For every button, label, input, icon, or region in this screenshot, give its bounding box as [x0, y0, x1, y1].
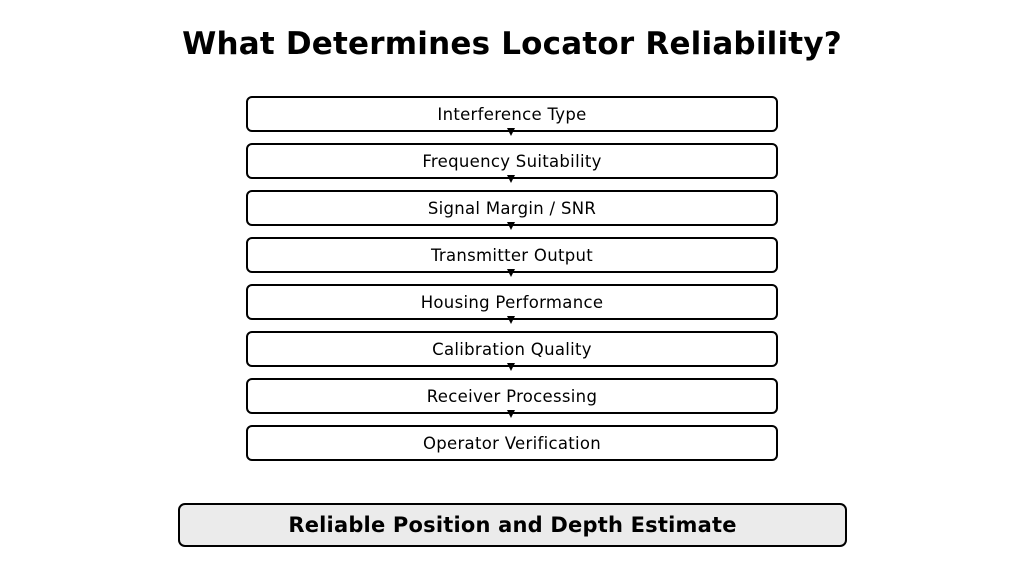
arrow-down-icon [507, 316, 515, 324]
result-box: Reliable Position and Depth Estimate [178, 503, 847, 547]
step-signal-margin-snr: Signal Margin / SNR [246, 190, 778, 230]
step-receiver-processing: Receiver Processing [246, 378, 778, 418]
diagram-title: What Determines Locator Reliability? [182, 26, 842, 62]
step-label: Calibration Quality [432, 339, 592, 359]
arrow-down-icon [507, 410, 515, 418]
step-housing-performance: Housing Performance [246, 284, 778, 324]
step-calibration-quality: Calibration Quality [246, 331, 778, 371]
factor-chain: Interference Type Frequency Suitability … [246, 96, 778, 461]
step-label: Operator Verification [422, 433, 602, 453]
step-label: Signal Margin / SNR [427, 198, 597, 218]
result-label: Reliable Position and Depth Estimate [288, 513, 737, 537]
arrow-down-icon [507, 175, 515, 183]
arrow-down-icon [507, 222, 515, 230]
arrow-down-icon [507, 269, 515, 277]
step-label: Frequency Suitability [422, 151, 602, 171]
arrow-down-icon [507, 363, 515, 371]
step-label: Transmitter Output [430, 245, 594, 265]
step-operator-verification: Operator Verification [246, 425, 778, 461]
step-frequency-suitability: Frequency Suitability [246, 143, 778, 183]
step-label: Receiver Processing [426, 386, 598, 406]
step-label: Housing Performance [420, 292, 604, 312]
arrow-down-icon [507, 128, 515, 136]
step-label: Interference Type [437, 104, 587, 124]
step-interference-type: Interference Type [246, 96, 778, 136]
step-transmitter-output: Transmitter Output [246, 237, 778, 277]
